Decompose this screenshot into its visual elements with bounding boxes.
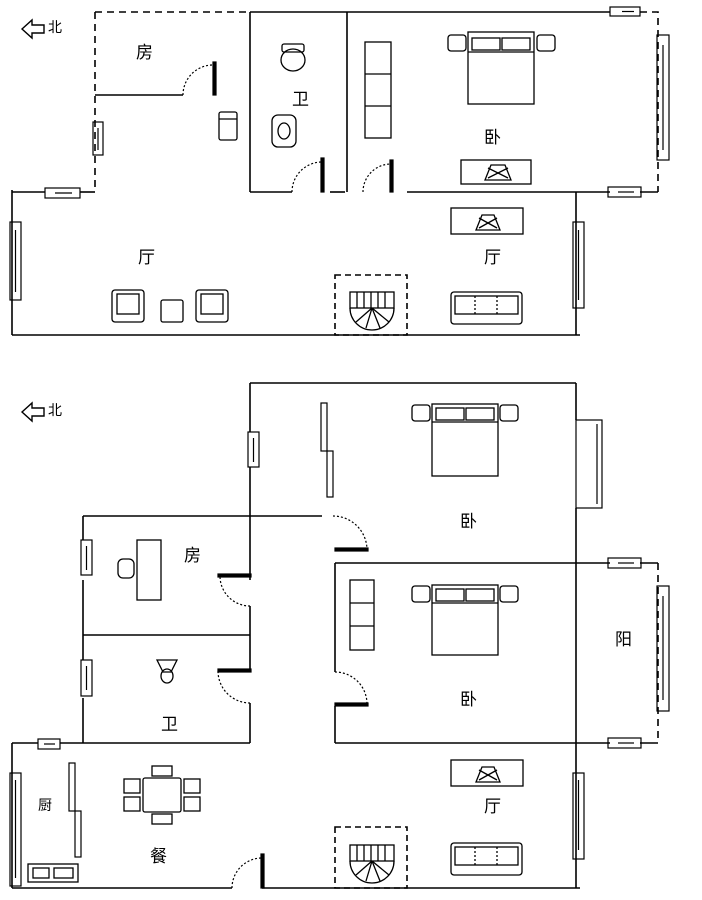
room-label-lower-bedroom-mid: 卧 [460, 690, 477, 710]
armchair-icon [195, 289, 229, 323]
double-bed-icon [447, 31, 556, 105]
sofa-icon [450, 291, 523, 325]
armchair-icon [111, 289, 145, 323]
room-label-lower-kitchen: 厨 [38, 798, 52, 814]
room-label-lower-balcony: 阳 [615, 630, 632, 650]
room-label-upper-room: 房 [136, 43, 153, 63]
room-label-lower-dining: 餐 [150, 847, 167, 867]
washbasin-icon [271, 114, 297, 148]
north-arrow-icon [20, 18, 45, 40]
washing-machine-icon [218, 111, 238, 141]
north-label-upper: 北 [48, 20, 62, 36]
toilet-icon [155, 659, 179, 684]
wardrobe-icon [364, 41, 392, 139]
room-label-upper-living-left: 厅 [138, 248, 155, 268]
lower-floor [9, 382, 670, 889]
room-label-lower-living: 厅 [484, 797, 501, 817]
wardrobe-icon [349, 579, 375, 651]
room-label-lower-bath: 卫 [161, 715, 178, 735]
sofa-icon [450, 842, 523, 876]
upper-doors [182, 61, 394, 193]
office-chair-icon [117, 558, 135, 579]
tv-cabinet-icon [460, 159, 532, 185]
upper-walls [11, 11, 659, 336]
coffee-table-icon [160, 299, 184, 323]
room-label-upper-living-right: 厅 [484, 248, 501, 268]
room-label-lower-bedroom-top: 卧 [460, 512, 477, 532]
lower-furniture [27, 403, 524, 884]
tv-cabinet-icon [450, 759, 524, 787]
kitchen-sink-icon [27, 863, 79, 883]
spiral-stair-icon [349, 291, 395, 331]
lower-windows [9, 402, 670, 887]
double-bed-icon [411, 584, 519, 656]
north-label-lower: 北 [48, 403, 62, 419]
room-label-upper-bedroom: 卧 [484, 128, 501, 148]
room-label-upper-bath: 卫 [292, 90, 309, 110]
spiral-stair-icon [349, 844, 395, 884]
north-arrow-icon [20, 401, 45, 423]
upper-windows [9, 6, 670, 309]
double-bed-icon [411, 403, 519, 477]
room-label-lower-room: 房 [184, 546, 201, 566]
tv-cabinet-icon [450, 207, 524, 235]
upper-floor [9, 6, 670, 336]
lower-doors [217, 515, 369, 889]
upper-furniture [111, 31, 556, 331]
desk-icon [136, 539, 162, 601]
dining-table-icon [123, 765, 201, 825]
toilet-icon [280, 43, 306, 72]
lower-walls [11, 382, 659, 889]
